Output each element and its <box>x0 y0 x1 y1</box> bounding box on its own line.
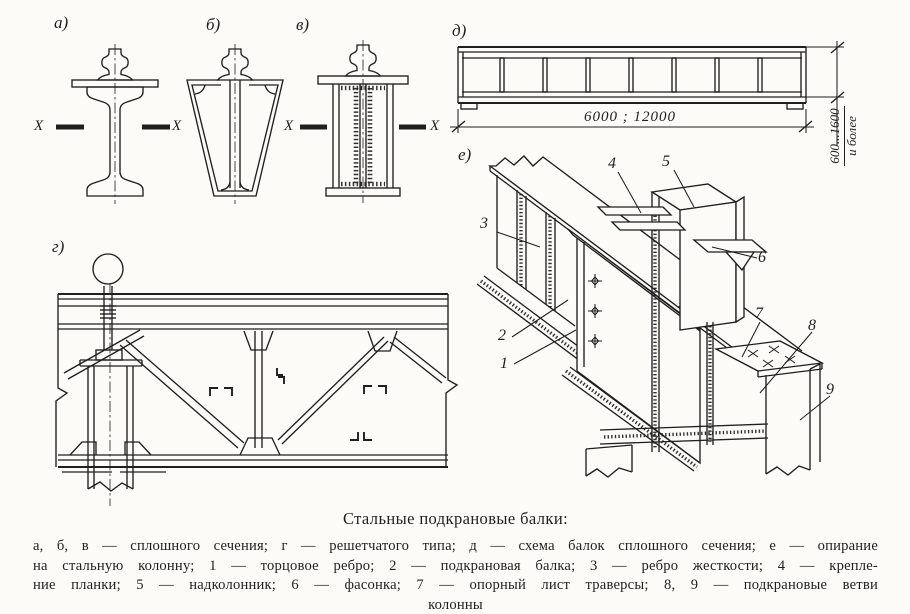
section-label-a: а) <box>54 13 69 32</box>
section-a-drawing <box>71 44 159 204</box>
caption-title: Стальные подкрановые балки: <box>342 509 569 528</box>
figure-caption: Стальные подкрановые балки: а, б, в — сп… <box>33 509 878 614</box>
caption-legend-line: а, б, в — сплошного сечения; г — решетча… <box>33 538 878 554</box>
part-label-8: 8 <box>808 317 816 334</box>
section-label-b: б) <box>206 15 221 34</box>
support-plate-bolts <box>747 345 796 368</box>
section-v-drawing <box>317 40 409 203</box>
part-label-2: 2 <box>498 327 506 344</box>
part-label-3: 3 <box>480 215 488 232</box>
axis-label-x-3: X <box>284 118 294 134</box>
section-label-g: г) <box>52 237 65 256</box>
caption-legend-line: на стальную колонну; 1 — торцовое ребро;… <box>33 557 878 574</box>
section-label-e: е) <box>458 145 472 164</box>
caption-legend-line: ние планки; 5 — надколонник; 6 — фасонка… <box>33 577 878 594</box>
axis-label-x-1: X <box>34 118 44 134</box>
leader-lines <box>496 169 831 421</box>
isometric-e-drawing <box>476 155 831 478</box>
part-label-6: 6 <box>758 249 766 266</box>
part-label-1: 1 <box>500 355 508 372</box>
part-label-9: 9 <box>826 381 834 398</box>
axis-label-x-2: X <box>172 118 182 134</box>
dim-length-label: 6000 ; 12000 <box>584 109 676 125</box>
truss-g-drawing <box>55 253 459 506</box>
end-rib-bolts <box>588 274 602 348</box>
dim-height-more: и более <box>844 116 859 156</box>
scheme-d-drawing <box>450 41 845 146</box>
section-label-v: в) <box>296 15 310 34</box>
part-label-5: 5 <box>662 153 670 170</box>
caption-legend-line: колонны <box>428 596 483 613</box>
dim-height-label: 600...1600 и более <box>796 88 892 184</box>
axis-label-x-4: X <box>430 118 440 134</box>
dim-height-range: 600...1600 <box>827 106 845 166</box>
part-label-7: 7 <box>755 305 763 322</box>
section-b-drawing <box>186 44 284 204</box>
section-label-d: д) <box>452 21 467 40</box>
part-label-4: 4 <box>608 155 616 172</box>
